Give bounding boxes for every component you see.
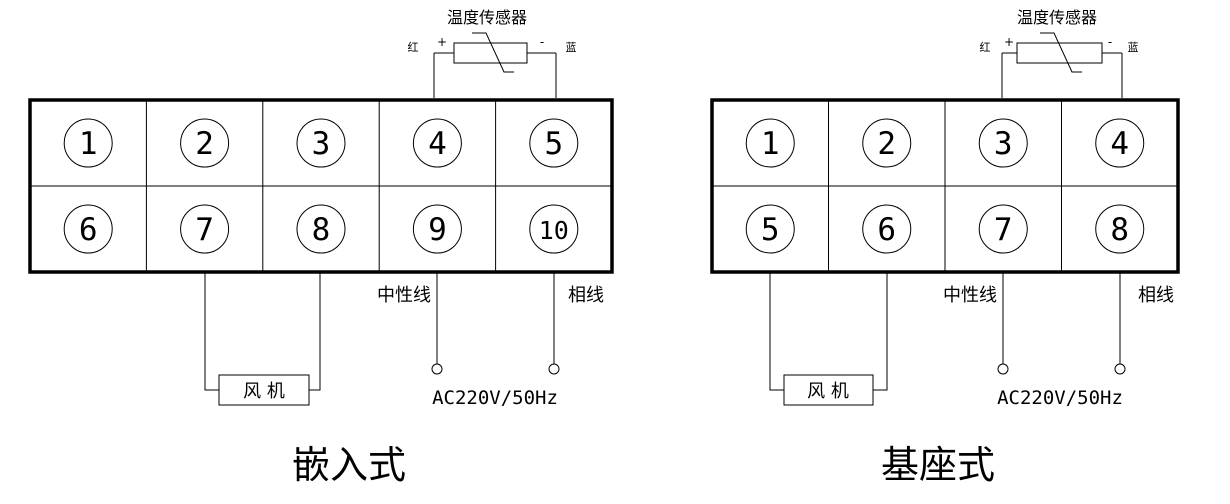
terminal-8: 8 (296, 204, 346, 254)
terminal-5: 5 (745, 204, 795, 254)
terminal-3: 3 (978, 118, 1028, 168)
neutral-terminal-icon (997, 363, 1009, 375)
fan-box (218, 374, 310, 406)
fan-wire-right (873, 272, 888, 391)
sensor-label: 温度传感器 (447, 8, 527, 27)
terminal-2: 2 (180, 118, 230, 168)
terminal-number: 5 (761, 212, 780, 248)
terminal-block-frame (28, 98, 614, 274)
terminal-number: 10 (539, 216, 569, 245)
terminal-number: 8 (1110, 212, 1129, 248)
fan-wire-left (769, 272, 784, 391)
terminal-8: 8 (1095, 204, 1145, 254)
terminal-number: 2 (877, 126, 896, 162)
phase-label: 相线 (568, 285, 604, 306)
neutral-label: 中性线 (377, 285, 431, 306)
terminal-number: 1 (79, 126, 98, 162)
fan-circuit: 风 机 (204, 272, 321, 406)
terminal-block: 1 2 3 4 5 6 7 (28, 98, 614, 274)
sensor-minus-sign: - (540, 35, 544, 49)
panel-caption: 基座式 (881, 443, 995, 487)
fan-box (783, 374, 874, 406)
terminal-number: 4 (428, 126, 447, 162)
phase-terminal-icon (1114, 363, 1126, 375)
terminal-5: 5 (529, 118, 579, 168)
panel-base-mounted: 温度传感器 红 + - 蓝 1 2 (710, 8, 1180, 487)
sensor-label: 温度传感器 (1017, 8, 1097, 27)
terminal-number: 9 (428, 212, 447, 248)
fan-wire-right (309, 272, 321, 391)
terminal-7: 7 (180, 204, 230, 254)
sensor-thermistor-symbol (1040, 32, 1082, 73)
terminal-number: 5 (544, 126, 563, 162)
sensor-thermistor-symbol (472, 32, 514, 73)
terminal-number: 3 (312, 126, 331, 162)
terminal-block: 1 2 3 4 5 6 7 (710, 98, 1180, 274)
terminal-10: 10 (529, 204, 579, 254)
sensor-blue-label: 蓝 (1128, 41, 1139, 54)
sensor-red-label: 红 (980, 41, 991, 54)
sensor-plus-sign: + (437, 35, 447, 49)
terminal-number: 7 (195, 212, 214, 248)
sensor-blue-label: 蓝 (566, 41, 577, 54)
panel-embedded: 温度传感器 红 + - 蓝 1 2 (28, 8, 614, 487)
terminal-6: 6 (862, 204, 912, 254)
terminal-number: 6 (877, 212, 896, 248)
terminal-6: 6 (63, 204, 113, 254)
fan-wire-left (204, 272, 219, 391)
phase-label: 相线 (1138, 285, 1174, 306)
terminal-number: 7 (994, 212, 1013, 248)
power-spec-label: AC220V/50Hz (432, 387, 558, 409)
neutral-label: 中性线 (943, 285, 997, 306)
fan-label: 风 机 (243, 381, 285, 402)
phase-terminal-icon (548, 363, 560, 375)
neutral-terminal-icon (431, 363, 443, 375)
temperature-sensor: 温度传感器 红 + - 蓝 (980, 8, 1139, 98)
sensor-red-label: 红 (408, 41, 419, 54)
fan-circuit: 风 机 (769, 272, 888, 406)
sensor-plus-sign: + (1004, 35, 1014, 49)
terminal-number: 8 (312, 212, 331, 248)
terminal-4: 4 (1095, 118, 1145, 168)
panel-caption: 嵌入式 (292, 443, 406, 487)
terminal-number: 1 (761, 126, 780, 162)
terminal-block-frame (710, 98, 1180, 274)
terminal-number: 6 (79, 212, 98, 248)
terminal-1: 1 (745, 118, 795, 168)
terminal-3: 3 (296, 118, 346, 168)
terminal-number: 3 (994, 126, 1013, 162)
fan-label: 风 机 (807, 381, 849, 402)
sensor-minus-sign: - (1108, 35, 1112, 49)
terminal-1: 1 (63, 118, 113, 168)
terminal-number: 2 (195, 126, 214, 162)
terminal-number: 4 (1110, 126, 1129, 162)
terminal-4: 4 (412, 118, 462, 168)
sensor-resistor (453, 42, 528, 64)
terminal-2: 2 (862, 118, 912, 168)
power-circuit: 中性线 相线 AC220V/50Hz (377, 272, 604, 409)
temperature-sensor: 温度传感器 红 + - 蓝 (408, 8, 577, 98)
terminal-9: 9 (412, 204, 462, 254)
power-spec-label: AC220V/50Hz (997, 387, 1123, 409)
power-circuit: 中性线 相线 AC220V/50Hz (943, 272, 1174, 409)
terminal-7: 7 (978, 204, 1028, 254)
